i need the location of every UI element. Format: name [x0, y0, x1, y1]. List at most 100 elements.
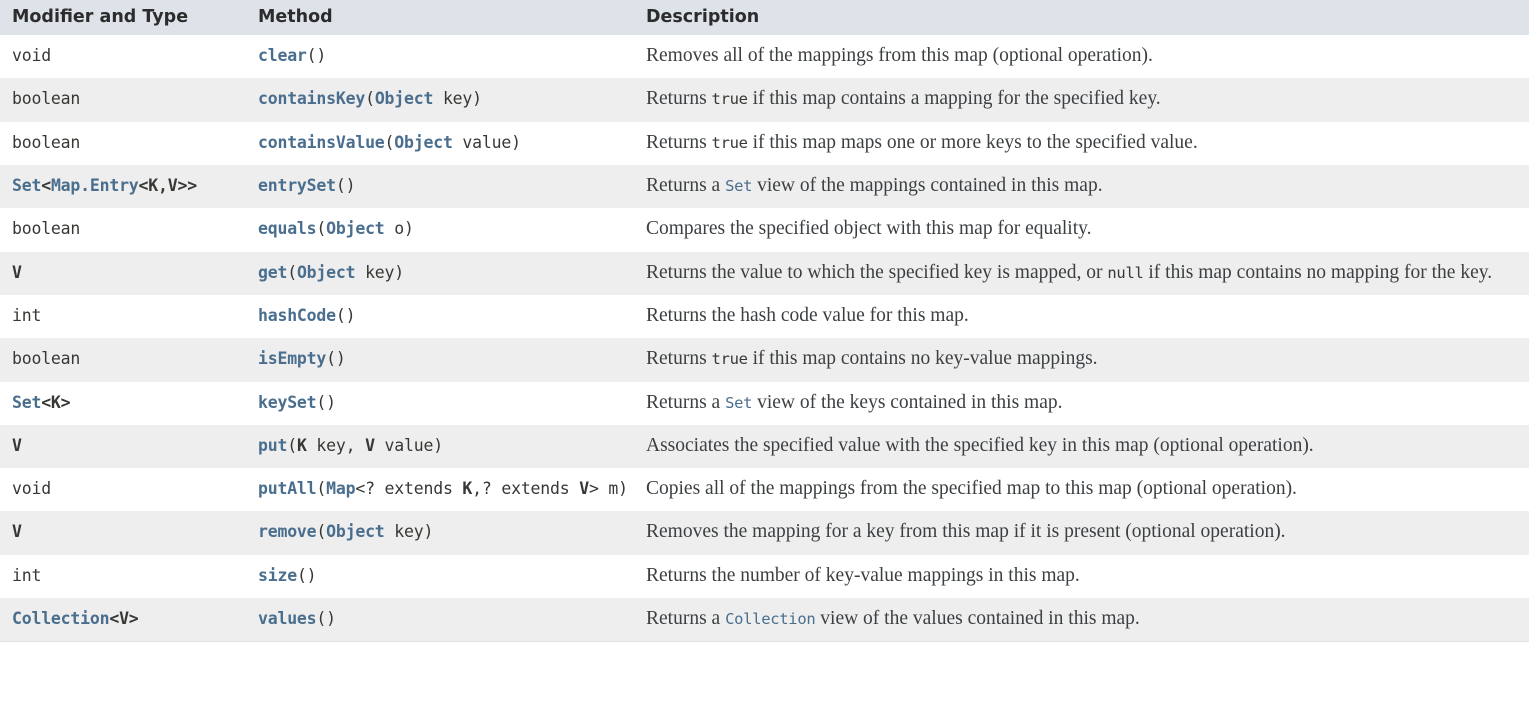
description-text: Copies all of the mappings from the spec… [646, 478, 1297, 500]
method-link-equals[interactable]: equals [258, 219, 317, 239]
method-link-remove[interactable]: remove [258, 522, 317, 542]
table-row: boolean containsValue(Object value) Retu… [0, 121, 1529, 165]
description-text-before: Returns a [646, 391, 726, 413]
cell-method: isEmpty() [258, 349, 346, 369]
description-link-set[interactable]: Set [725, 393, 753, 412]
cell-modifier-and-type: boolean [12, 89, 81, 109]
table-header-row: Modifier and Type Method Description [0, 0, 1529, 35]
table-row: int hashCode() Returns the hash code val… [0, 294, 1529, 339]
cell-modifier-and-type: boolean [12, 349, 81, 369]
type-link-object[interactable]: Object [394, 132, 453, 152]
cell-method: equals(Object o) [258, 219, 414, 239]
cell-modifier-and-type: int [12, 305, 42, 325]
cell-description: Returns the number of key-value mappings… [643, 555, 1529, 598]
description-text-before: Returns the value to which the specified… [646, 261, 1108, 283]
cell-method: size() [258, 565, 317, 585]
cell-description: Returns a Set view of the mappings conta… [643, 165, 1529, 208]
type-link-collection[interactable]: Collection [12, 609, 110, 629]
description-text-before: Returns a [646, 174, 726, 196]
type-link-map[interactable]: Map [326, 479, 356, 499]
description-text-before: Returns [646, 88, 712, 110]
description-text: Removes the mapping for a key from this … [646, 521, 1286, 543]
description-text-after: view of the mappings contained in this m… [752, 174, 1103, 196]
method-link-values[interactable]: values [258, 609, 317, 629]
column-header-modifier-and-type: Modifier and Type [12, 7, 189, 27]
cell-method: containsValue(Object value) [258, 132, 521, 152]
table-body: void clear() Removes all of the mappings… [0, 35, 1529, 642]
cell-method: entrySet() [258, 175, 356, 195]
description-text: Removes all of the mappings from this ma… [646, 45, 1153, 66]
type-link-set[interactable]: Set [12, 175, 42, 195]
description-text-after: if this map contains no mapping for the … [1143, 261, 1493, 283]
cell-description: Returns a Set view of the keys contained… [643, 382, 1529, 425]
description-text: Associates the specified value with the … [646, 434, 1314, 456]
cell-modifier-and-type: boolean [12, 219, 81, 239]
cell-method: hashCode() [258, 305, 356, 325]
method-link-keyset[interactable]: keySet [258, 392, 317, 412]
method-link-putall[interactable]: putAll [258, 479, 317, 499]
description-text-before: Returns [646, 131, 712, 153]
column-header-method: Method [258, 7, 333, 27]
description-text-before: Returns a [646, 608, 726, 630]
table-row: V remove(Object key) Removes the mapping… [0, 511, 1529, 555]
description-text: Returns the number of key-value mappings… [646, 564, 1080, 586]
cell-modifier-and-type: V [12, 435, 22, 455]
description-text-after: view of the keys contained in this map. [752, 391, 1063, 413]
description-code-true: true [711, 350, 748, 369]
table-row: Collection<V> values() Returns a Collect… [0, 598, 1529, 642]
type-link-object[interactable]: Object [296, 262, 356, 282]
table-row: boolean equals(Object o) Compares the sp… [0, 208, 1529, 252]
description-text-before: Returns [646, 348, 712, 370]
method-link-put[interactable]: put [258, 435, 288, 455]
cell-modifier-and-type: Set<Map.Entry<K,V>> [12, 175, 197, 195]
type-link-map-entry[interactable]: Map.Entry [50, 175, 139, 195]
cell-description: Returns true if this map contains a mapp… [643, 78, 1529, 121]
cell-method: clear() [258, 46, 327, 65]
method-link-size[interactable]: size [258, 565, 297, 585]
method-link-clear[interactable]: clear [258, 46, 307, 65]
description-code-null: null [1107, 263, 1144, 282]
cell-modifier-and-type: Collection<V> [12, 609, 139, 629]
cell-description: Returns true if this map maps one or mor… [643, 122, 1529, 165]
cell-method: keySet() [258, 392, 336, 412]
table-row: V put(K key, V value) Associates the spe… [0, 424, 1529, 469]
method-link-entryset[interactable]: entrySet [258, 175, 336, 195]
cell-method: putAll(Map<? extends K,? extends V> m) [258, 479, 628, 499]
cell-method: values() [258, 609, 336, 629]
table-row: Set<Map.Entry<K,V>> entrySet() Returns a… [0, 164, 1529, 209]
cell-modifier-and-type: V [12, 522, 22, 542]
cell-description: Removes the mapping for a key from this … [643, 511, 1529, 554]
cell-description: Returns a Collection view of the values … [643, 598, 1529, 642]
cell-description: Removes all of the mappings from this ma… [643, 35, 1529, 78]
column-header-description: Description [646, 7, 760, 27]
cell-description: Compares the specified object with this … [643, 208, 1529, 251]
type-link-object[interactable]: Object [326, 219, 385, 239]
cell-modifier-and-type: void [12, 46, 51, 65]
method-summary-table: Modifier and Type Method Description voi… [0, 0, 1529, 643]
method-link-containsvalue[interactable]: containsValue [258, 132, 385, 152]
type-link-set[interactable]: Set [12, 392, 42, 412]
cell-modifier-and-type: int [12, 565, 42, 585]
type-link-object[interactable]: Object [374, 89, 434, 109]
table-row: boolean containsKey(Object key) Returns … [0, 78, 1529, 122]
description-link-collection[interactable]: Collection [725, 610, 816, 629]
type-link-object[interactable]: Object [326, 522, 385, 542]
table-row: boolean isEmpty() Returns true if this m… [0, 338, 1529, 382]
cell-modifier-and-type: V [12, 262, 22, 282]
method-link-hashcode[interactable]: hashCode [258, 305, 336, 325]
cell-method: put(K key, V value) [258, 435, 443, 455]
cell-description: Returns the hash code value for this map… [643, 295, 1529, 338]
cell-method: remove(Object key) [258, 522, 434, 542]
table-row: void putAll(Map<? extends K,? extends V>… [0, 468, 1529, 512]
description-text-after: if this map contains no key-value mappin… [747, 348, 1098, 370]
table-row: void clear() Removes all of the mappings… [0, 35, 1529, 79]
description-link-set[interactable]: Set [725, 176, 753, 195]
description-text-after: view of the values contained in this map… [815, 608, 1140, 630]
cell-modifier-and-type: void [12, 479, 51, 499]
cell-description: Returns the value to which the specified… [643, 252, 1529, 295]
method-link-get[interactable]: get [258, 262, 288, 282]
cell-method: get(Object key) [258, 262, 405, 282]
description-text-after: if this map maps one or more keys to the… [747, 131, 1198, 153]
method-link-isempty[interactable]: isEmpty [258, 349, 327, 369]
method-link-containskey[interactable]: containsKey [258, 89, 366, 109]
